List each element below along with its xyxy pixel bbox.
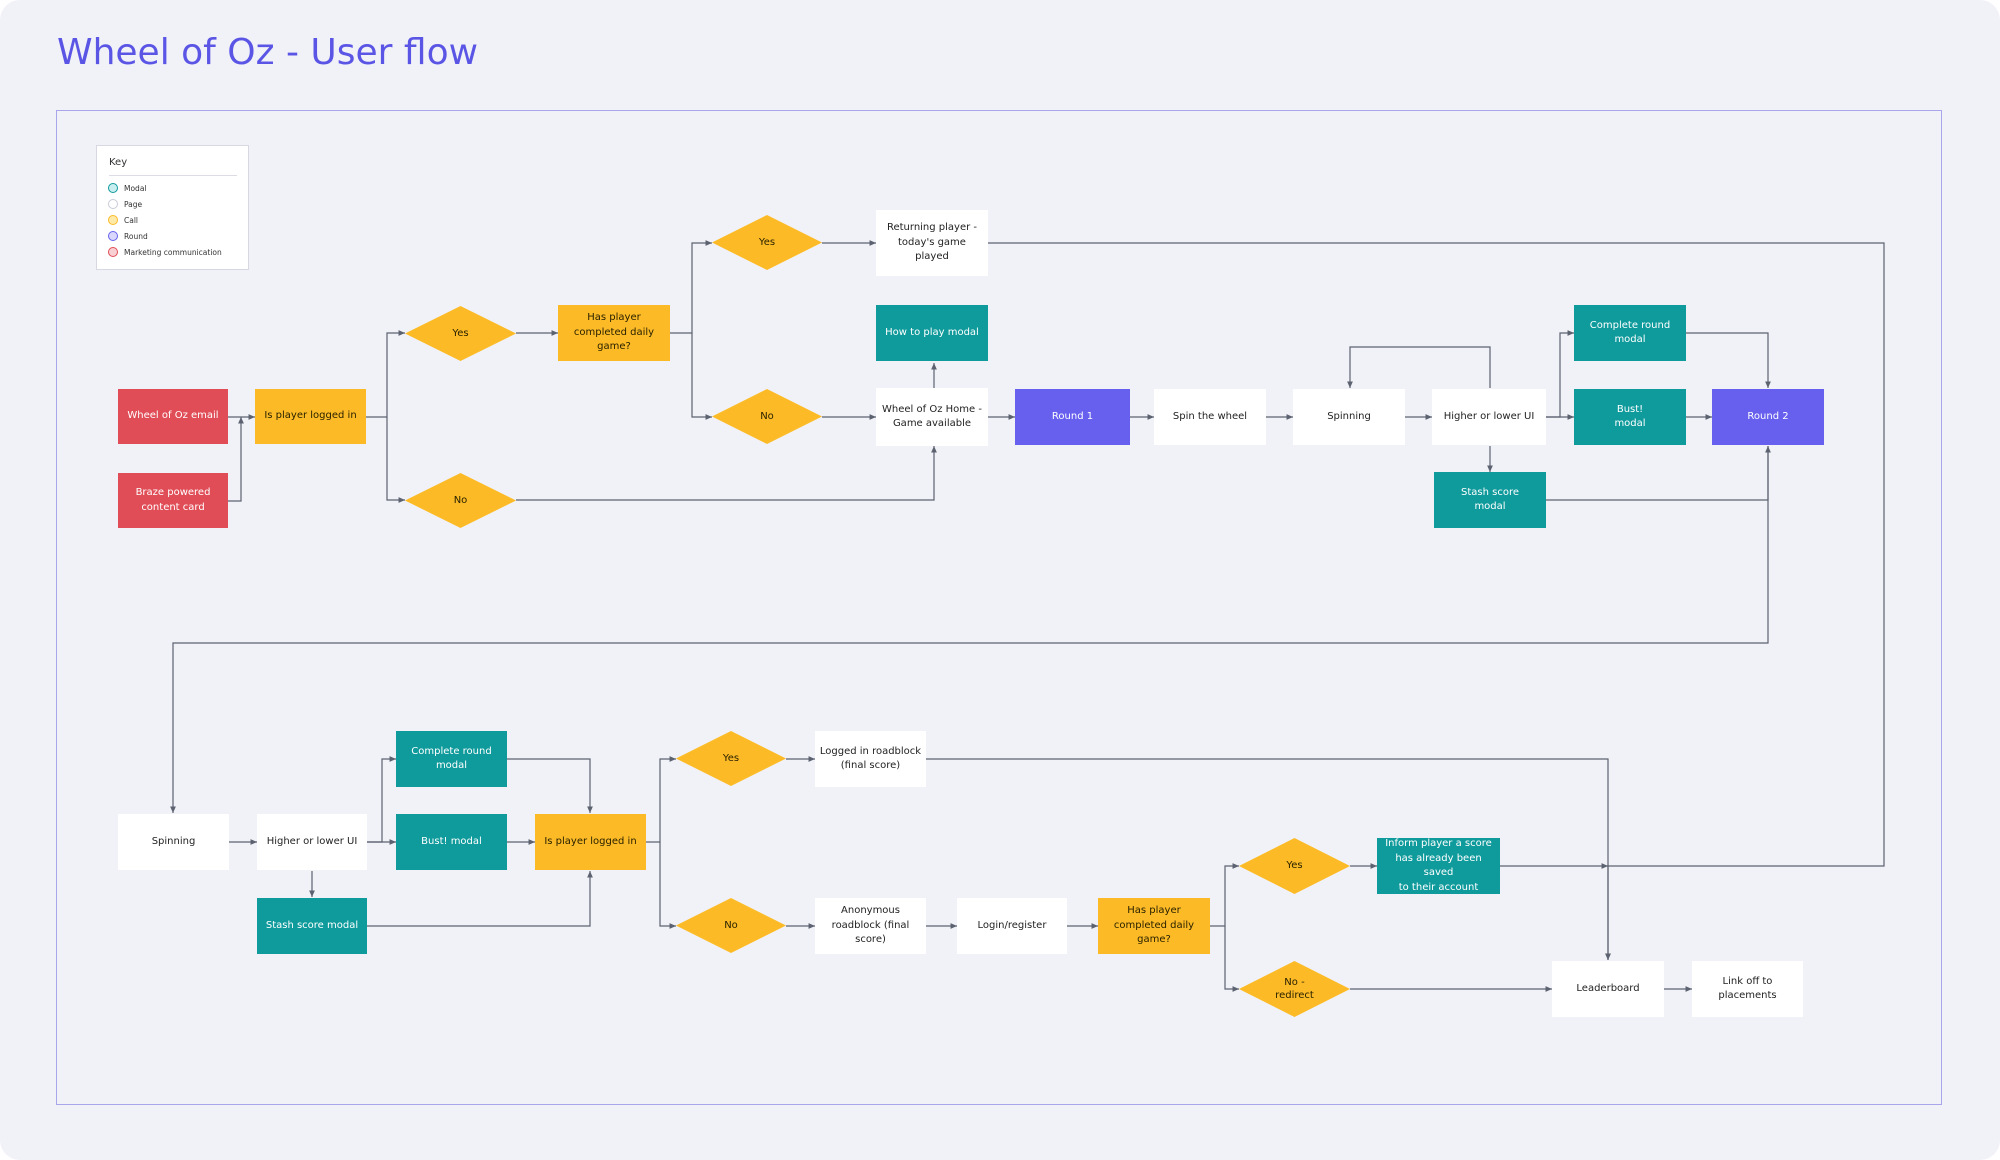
node-higher-lower-2[interactable]: Higher or lower UI bbox=[257, 814, 367, 870]
node-link-off-placements[interactable]: Link off to placements bbox=[1692, 961, 1803, 1017]
diamond-shape bbox=[1239, 961, 1350, 1017]
edge-round2-spinning2 bbox=[170, 446, 1769, 813]
decision-label: Yes bbox=[722, 752, 740, 764]
edge-complete-round2 bbox=[1686, 332, 1771, 388]
node-has-completed-1[interactable]: Has player completed daily game? bbox=[558, 305, 670, 361]
edge-completed2-no bbox=[1224, 926, 1239, 992]
node-round-2[interactable]: Round 2 bbox=[1712, 389, 1824, 445]
node-login-register[interactable]: Login/register bbox=[957, 898, 1067, 954]
diamond-shape bbox=[712, 215, 822, 270]
legend-swatch-call bbox=[108, 215, 118, 225]
node-email[interactable]: Wheel of Oz email bbox=[118, 389, 228, 444]
node-is-logged-in-2[interactable]: Is player logged in bbox=[535, 814, 646, 870]
legend-label-round: Round bbox=[124, 231, 148, 241]
node-leaderboard[interactable]: Leaderboard bbox=[1552, 961, 1664, 1017]
edge-braze-login bbox=[228, 417, 244, 502]
node-spin-the-wheel[interactable]: Spin the wheel bbox=[1154, 389, 1266, 445]
node-inform-player-modal[interactable]: Inform player a score has already been s… bbox=[1377, 838, 1500, 894]
page-title: Wheel of Oz - User flow bbox=[57, 32, 479, 73]
node-complete-round-modal-1[interactable]: Complete round modal bbox=[1574, 305, 1686, 361]
legend-item-call: Call bbox=[108, 215, 138, 225]
node-braze-content-card[interactable]: Braze powered content card bbox=[118, 473, 228, 528]
edge-login2-no bbox=[659, 842, 676, 929]
legend-label-marketing: Marketing communication bbox=[124, 247, 222, 257]
legend-label-modal: Modal bbox=[124, 183, 147, 193]
diamond-shape bbox=[712, 389, 822, 444]
decision-yes-4[interactable]: Yes bbox=[1239, 838, 1350, 894]
edge-completed2-yes bbox=[1210, 863, 1239, 927]
decision-label: Yes bbox=[1286, 860, 1303, 872]
legend-item-marketing: Marketing communication bbox=[108, 247, 222, 257]
legend-title: Key bbox=[109, 157, 128, 168]
edge-hilo-complete bbox=[1546, 330, 1574, 418]
decision-label: No bbox=[724, 919, 738, 931]
edge-login-no bbox=[386, 417, 405, 503]
legend-item-round: Round bbox=[108, 231, 148, 241]
legend: Key Modal Page Call Round Marketing comm… bbox=[96, 145, 249, 270]
edge-stash-login2 bbox=[367, 871, 593, 927]
node-is-logged-in-1[interactable]: Is player logged in bbox=[255, 389, 366, 444]
node-round-1[interactable]: Round 1 bbox=[1015, 389, 1130, 445]
node-logged-in-roadblock[interactable]: Logged in roadblock (final score) bbox=[815, 731, 926, 787]
node-complete-round-modal-2[interactable]: Complete round modal bbox=[396, 731, 507, 787]
legend-swatch-round bbox=[108, 231, 118, 241]
decision-label: No - redirect bbox=[1275, 976, 1314, 1002]
edge-no1-home bbox=[516, 446, 937, 501]
diamond-shape bbox=[676, 898, 786, 953]
legend-item-page: Page bbox=[108, 199, 142, 209]
diamond-shape bbox=[676, 731, 786, 786]
node-stash-score-modal-2[interactable]: Stash score modal bbox=[257, 898, 367, 954]
node-higher-lower-1[interactable]: Higher or lower UI bbox=[1432, 389, 1546, 445]
node-returning-player[interactable]: Returning player - today's game played bbox=[876, 210, 988, 276]
decision-label: No bbox=[760, 410, 774, 422]
node-stash-score-modal-1[interactable]: Stash score modal bbox=[1434, 472, 1546, 528]
node-anonymous-roadblock[interactable]: Anonymous roadblock (final score) bbox=[815, 898, 926, 954]
edge-returning-leaderboard bbox=[988, 242, 1885, 960]
diamond-shape bbox=[1239, 838, 1350, 894]
node-bust-modal-1[interactable]: Bust! modal bbox=[1574, 389, 1686, 445]
node-how-to-play-modal[interactable]: How to play modal bbox=[876, 305, 988, 361]
legend-item-modal: Modal bbox=[108, 183, 147, 193]
decision-label: No bbox=[453, 494, 468, 506]
decision-no-2[interactable]: No bbox=[712, 389, 822, 444]
edge-completed-no bbox=[691, 333, 712, 420]
edge-completed-yes bbox=[670, 240, 712, 334]
legend-swatch-modal bbox=[108, 183, 118, 193]
node-spinning-2[interactable]: Spinning bbox=[118, 814, 229, 870]
legend-label-call: Call bbox=[124, 215, 139, 225]
diamond-shape bbox=[405, 306, 516, 361]
node-spinning-1[interactable]: Spinning bbox=[1293, 389, 1405, 445]
edge-login-yes bbox=[366, 330, 405, 418]
decision-yes-1[interactable]: Yes bbox=[405, 306, 516, 361]
decision-no-redirect[interactable]: No - redirect bbox=[1239, 961, 1350, 1017]
node-home-game-available[interactable]: Wheel of Oz Home - Game available bbox=[876, 388, 988, 446]
legend-divider bbox=[109, 175, 237, 176]
edge-login2-yes bbox=[646, 756, 676, 843]
node-bust-modal-2[interactable]: Bust! modal bbox=[396, 814, 507, 870]
edge-hilo-spinning-loop bbox=[1347, 346, 1491, 388]
edge-hilo2-complete bbox=[367, 756, 396, 843]
node-has-completed-2[interactable]: Has player completed daily game? bbox=[1098, 898, 1210, 954]
decision-no-1[interactable]: No bbox=[405, 473, 516, 528]
legend-swatch-marketing bbox=[108, 247, 118, 257]
legend-label-page: Page bbox=[124, 199, 143, 209]
decision-yes-3[interactable]: Yes bbox=[676, 731, 786, 786]
decision-no-3[interactable]: No bbox=[676, 898, 786, 953]
legend-swatch-page bbox=[108, 199, 118, 209]
decision-label: Yes bbox=[758, 236, 776, 248]
decision-label: Yes bbox=[452, 327, 469, 339]
edge-stash-round2 bbox=[1546, 446, 1771, 501]
decision-yes-2[interactable]: Yes bbox=[712, 215, 822, 270]
diamond-shape bbox=[405, 473, 516, 528]
edge-complete-login2 bbox=[507, 758, 593, 813]
flow-frame bbox=[56, 110, 1942, 1105]
